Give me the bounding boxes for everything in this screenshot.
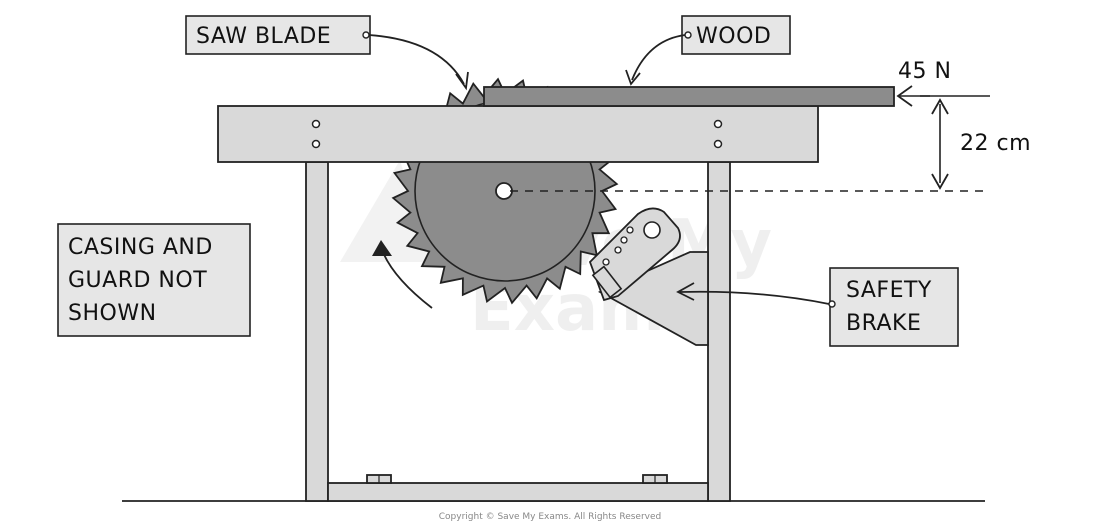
casing-note-line2: GUARD NOT — [68, 268, 207, 293]
wood-pointer — [631, 34, 686, 81]
safety-brake-pad — [591, 265, 623, 299]
safety-brake-label-line2: BRAKE — [846, 311, 921, 336]
distance-label: 22 cm — [960, 131, 1031, 156]
wood-label: WOOD — [696, 24, 771, 49]
saw-blade-pointer — [368, 34, 465, 85]
safety-brake-label-line1: SAFETY — [846, 278, 932, 303]
wood-plank — [483, 86, 895, 107]
safety-brake-pivot — [643, 221, 661, 239]
casing-note-box — [57, 223, 251, 337]
force-label: 45 N — [898, 59, 951, 84]
table-crossbar — [327, 482, 709, 502]
table-bolts — [311, 119, 723, 149]
table-leg-left — [305, 161, 329, 502]
safety-brake — [588, 207, 681, 302]
table-top — [217, 105, 819, 163]
force-arrow — [896, 85, 930, 107]
safety-brake-pointer — [679, 290, 830, 305]
saw-blade-label: SAW BLADE — [196, 24, 331, 49]
rotation-direction-arrow — [372, 240, 433, 309]
saw-blade-arbor — [495, 182, 513, 200]
distance-arrow — [931, 98, 949, 190]
copyright-text: Copyright © Save My Exams. All Rights Re… — [439, 512, 661, 522]
wood-label-box — [681, 15, 791, 55]
casing-note-line1: CASING AND — [68, 235, 213, 260]
table-leg-right — [707, 161, 731, 502]
safety-brake-arm — [597, 251, 709, 346]
casing-note-line3: SHOWN — [68, 301, 157, 326]
